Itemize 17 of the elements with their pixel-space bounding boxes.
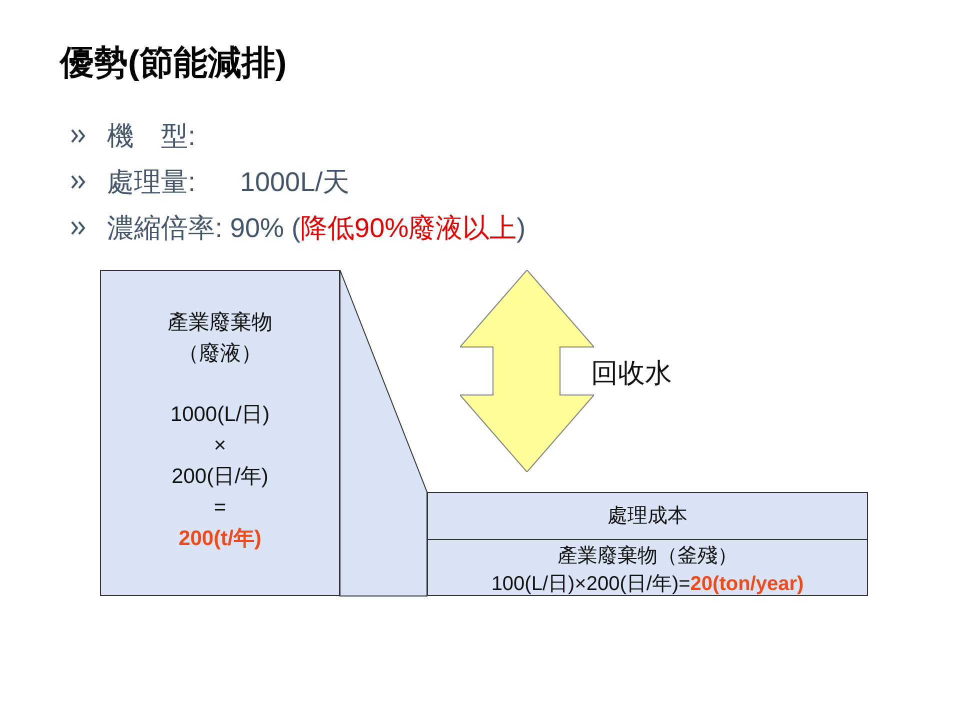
- title: 優勢(節能減排): [60, 43, 287, 84]
- arrow-label: 回收水: [591, 357, 672, 390]
- cost-table: [427, 492, 868, 596]
- bullet-text: 機 型:: [107, 120, 196, 153]
- calculation-text: 200(日/年): [170, 464, 270, 490]
- table-heading: 處理成本: [608, 505, 688, 527]
- calculation-text: =: [212, 495, 228, 521]
- bullet-text: 1000L/天: [240, 166, 350, 199]
- calculation-text: 100(L/日)×200(日/年)=20(ton/year): [490, 572, 805, 597]
- table-text: 產業廢棄物（釜殘）: [556, 544, 738, 569]
- box-heading: 產業廢棄物（廢液）: [166, 310, 274, 367]
- calculation-text: 1000(L/日): [169, 402, 271, 428]
- calculation-text: ×: [212, 433, 228, 459]
- bullet-text: 濃縮倍率: 90% (降低90%廢液以上): [107, 212, 526, 245]
- calculation-text: 200(t/年): [178, 526, 262, 552]
- double-arrow: [460, 270, 594, 472]
- bullet-text: 處理量:: [107, 166, 196, 199]
